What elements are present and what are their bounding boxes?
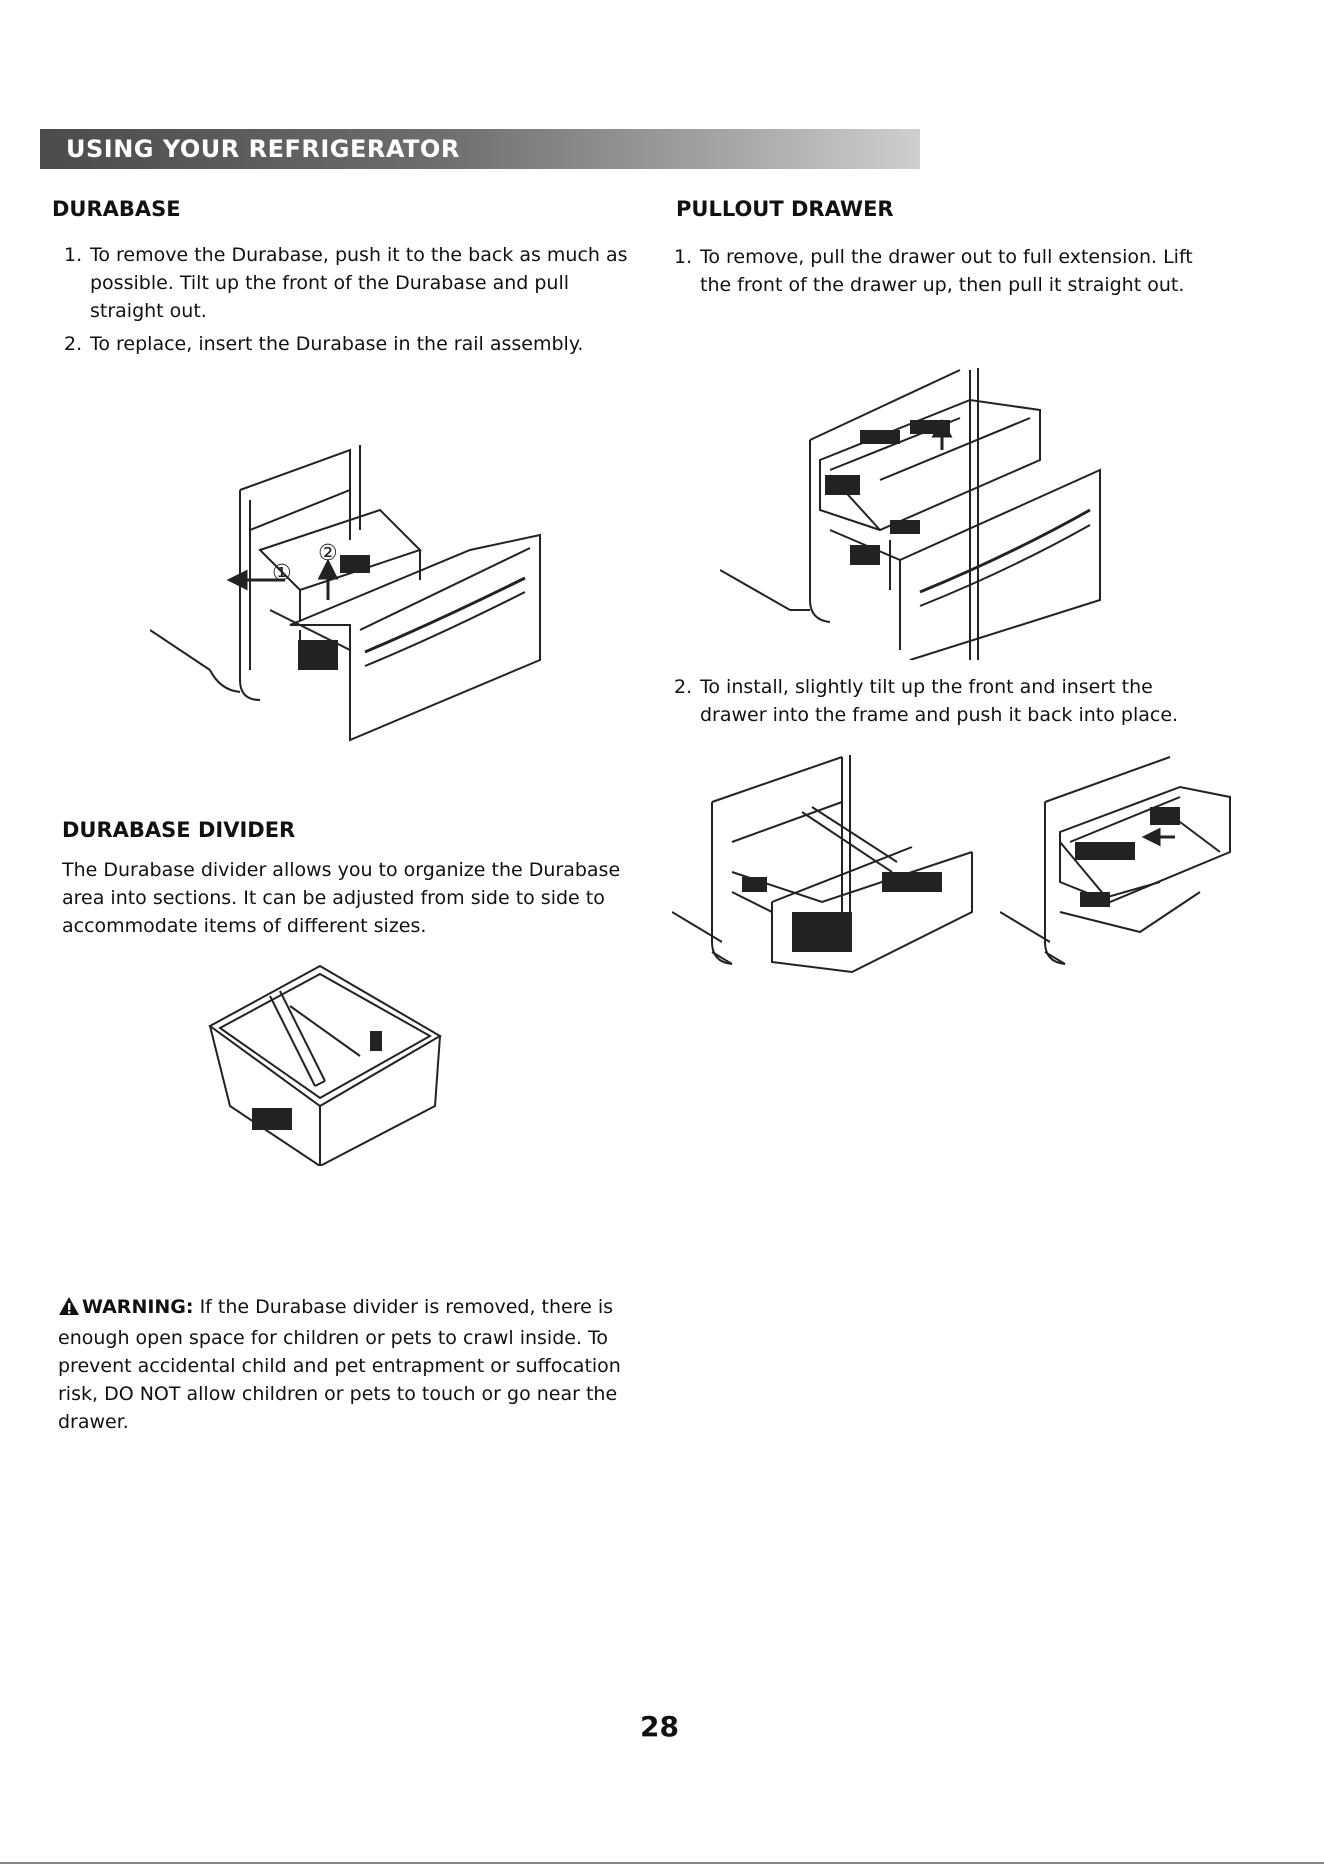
pullout-step-1: 1. To remove, pull the drawer out to full… <box>674 243 1220 299</box>
warning-block: WARNING: If the Durabase divider is remo… <box>58 1293 658 1436</box>
durabase-divider-heading: DURABASE DIVIDER <box>62 818 296 842</box>
pullout-drawer-heading: PULLOUT DRAWER <box>676 197 894 221</box>
durabase-removal-illustration: ① ② <box>150 430 550 760</box>
step-text: To remove, pull the drawer out to full e… <box>700 246 1193 296</box>
step-text: To remove the Durabase, push it to the b… <box>90 244 628 322</box>
durabase-heading: DURABASE <box>52 197 181 221</box>
step-number: 1. <box>674 246 693 268</box>
pullout-removal-illustration <box>720 360 1110 660</box>
durabase-divider-illustration <box>200 956 450 1166</box>
callout-1: ① <box>272 561 292 586</box>
callout-2: ② <box>318 541 338 566</box>
warning-label: WARNING: <box>82 1296 194 1318</box>
step-number: 2. <box>64 333 83 355</box>
warning-text: If the Durabase divider is removed, ther… <box>58 1296 621 1433</box>
step-number: 2. <box>674 676 693 698</box>
section-banner-title: USING YOUR REFRIGERATOR <box>66 135 460 163</box>
section-banner: USING YOUR REFRIGERATOR <box>40 129 920 169</box>
pullout-step-2: 2. To install, slightly tilt up the front… <box>674 673 1220 729</box>
bottom-divider <box>0 1862 1324 1864</box>
durabase-step-2: 2. To replace, insert the Durabase in the… <box>64 330 646 358</box>
step-number: 1. <box>64 244 83 266</box>
step-text: To install, slightly tilt up the front a… <box>700 676 1179 726</box>
durabase-step-1: 1. To remove the Durabase, push it to the… <box>64 241 646 325</box>
pullout-install-illustration-1 <box>672 752 992 982</box>
durabase-divider-body: The Durabase divider allows you to organ… <box>62 859 621 937</box>
step-text: To replace, insert the Durabase in the r… <box>90 333 584 355</box>
page-number: 28 <box>640 1710 679 1743</box>
pullout-install-illustration-2 <box>1000 752 1240 982</box>
warning-triangle-icon <box>58 1296 80 1324</box>
